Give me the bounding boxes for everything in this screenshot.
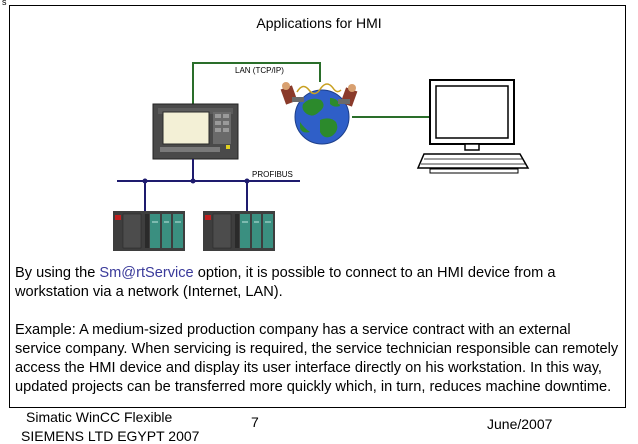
paragraph-example: Example: A medium-sized production compa…: [15, 322, 619, 395]
cable-icon: [296, 83, 342, 95]
hmi-panel-icon: [152, 103, 239, 160]
network-diagram: LAN (TCP/IP): [113, 62, 530, 251]
body-text: By using the Sm@rtService option, it is …: [15, 264, 620, 397]
globe-icon: [294, 89, 350, 145]
slide-title: Applications for HMI: [256, 15, 382, 31]
lan-line: [192, 62, 321, 104]
technician-left-icon: [280, 82, 304, 105]
footer-company: SIEMENS LTD EGYPT 2007: [21, 428, 200, 444]
plc-rack-icon: [113, 211, 185, 251]
footer-page-number: 7: [251, 414, 259, 430]
bus-node: [190, 178, 196, 184]
slide-frame: [9, 5, 626, 408]
footer-product: Simatic WinCC Flexible: [26, 409, 173, 425]
lan-label: LAN (TCP/IP): [235, 66, 284, 75]
technician-right-icon: [338, 84, 358, 107]
footer-date: June/2007: [487, 416, 553, 432]
intro-text-start: By using the: [15, 265, 100, 281]
paragraph-intro: By using the Sm@rtService option, it is …: [15, 264, 620, 302]
smartservice-highlight: Sm@rtService: [99, 265, 194, 281]
plc-rack-icon: [203, 211, 275, 251]
profibus-label: PROFIBUS: [252, 170, 293, 179]
intro-text-end: option, it is possible to connect to an …: [15, 265, 556, 300]
bus-node: [142, 178, 148, 184]
bus-node: [244, 178, 250, 184]
workstation-monitor-icon: [416, 79, 530, 174]
corner-mark: s: [2, 0, 7, 7]
